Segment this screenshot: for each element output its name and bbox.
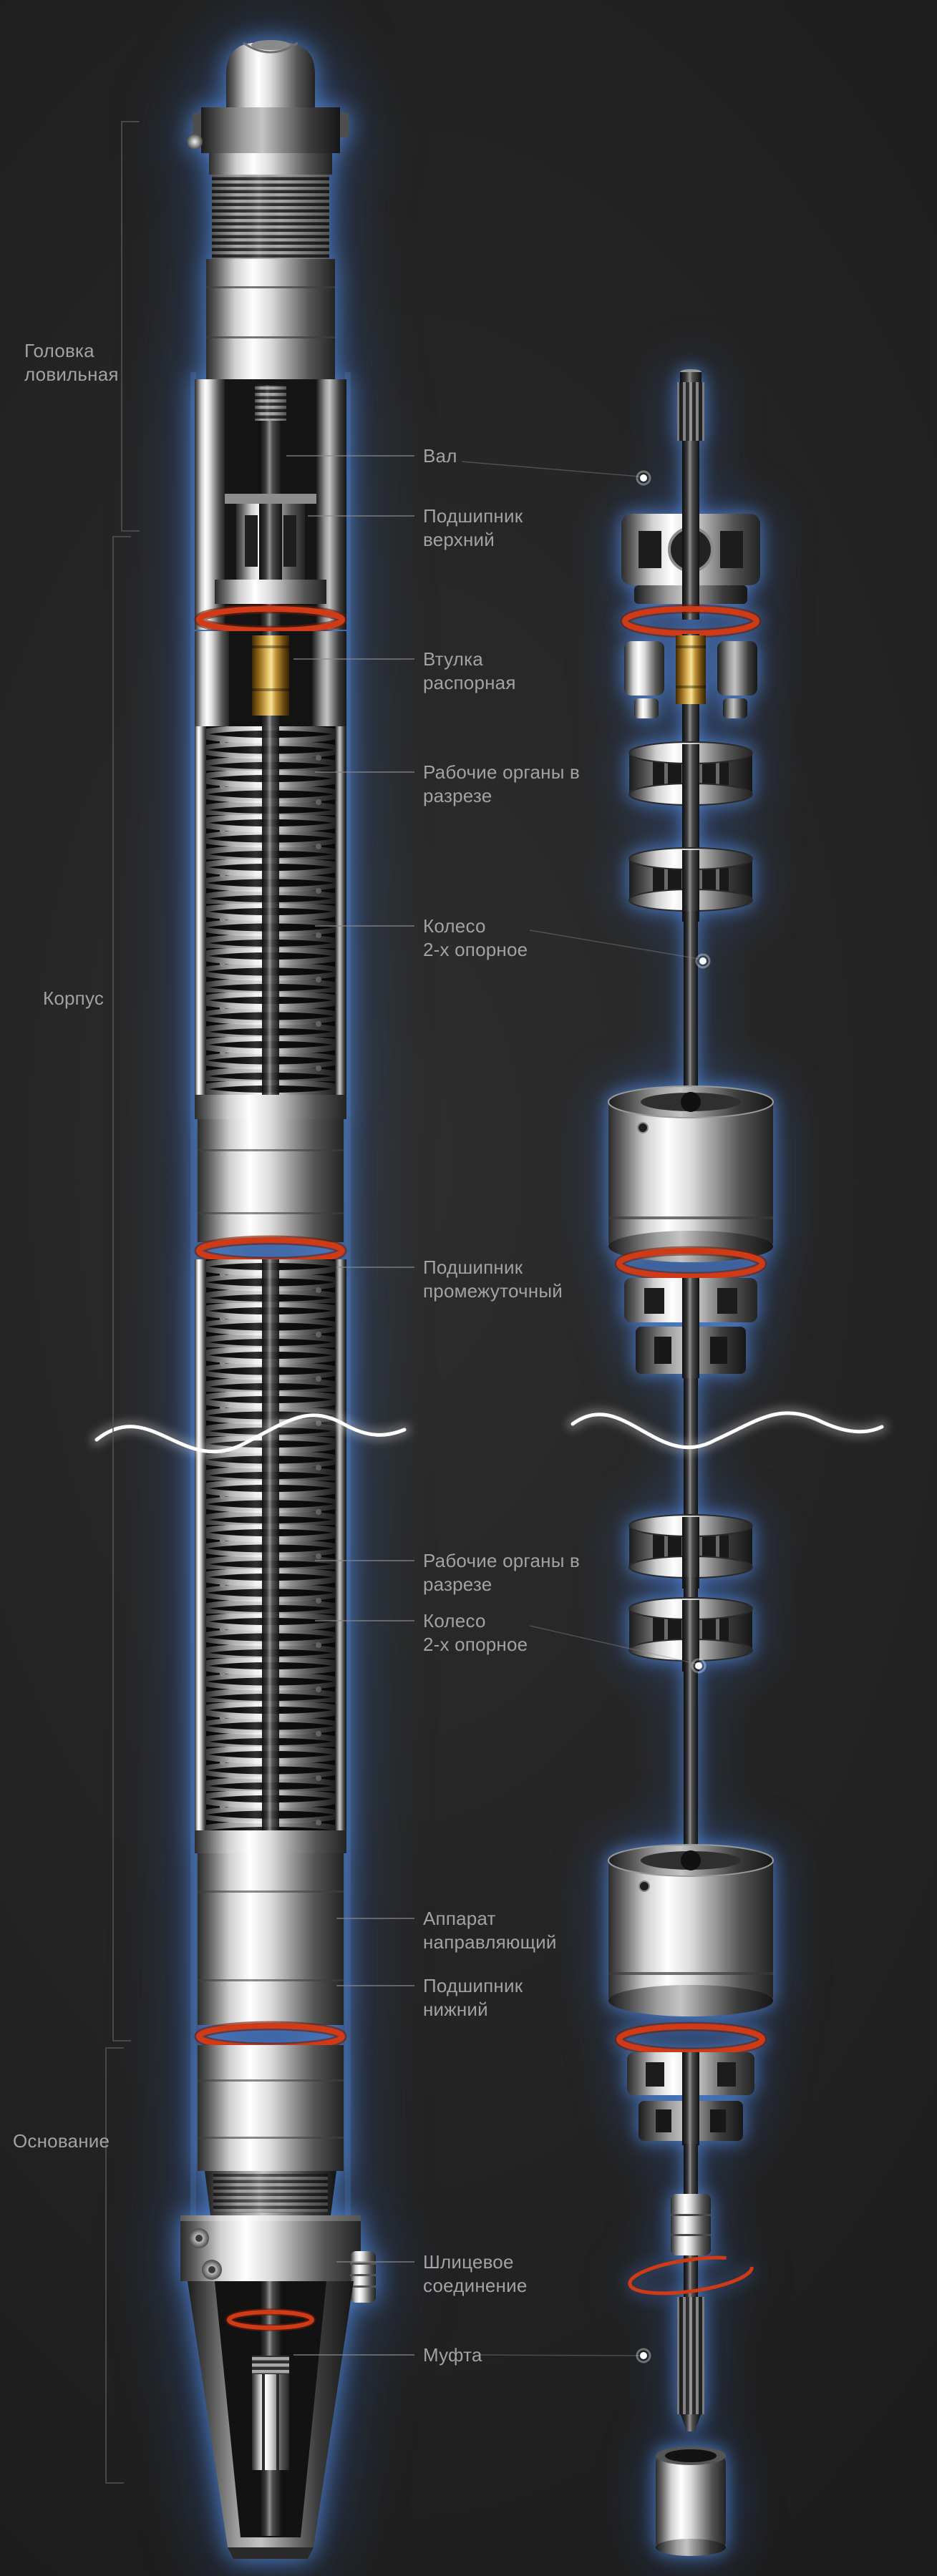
label-shlitsevoe-soedinenie: Шлицевое соединение	[423, 2251, 528, 2296]
label-podshipnik-nizhniy: Подшипник нижний	[423, 1975, 523, 2020]
shaft-lower	[684, 1660, 698, 1860]
leader-line-right	[529, 930, 699, 960]
marker-dot	[640, 2352, 647, 2359]
marker-dot	[640, 474, 647, 482]
label-val: Вал	[423, 445, 457, 467]
o-ring-shaft-middle	[614, 1246, 767, 1282]
coupling	[656, 2446, 726, 2556]
label-podshipnik-promezhutochnyy: Подшипник промежуточный	[423, 1257, 563, 1302]
impeller-section-d	[628, 1597, 753, 1672]
spline-seal-ring	[628, 2255, 754, 2296]
stage-stack-upper	[195, 726, 346, 1095]
marker-dot	[695, 1662, 702, 1669]
break-wave	[90, 1406, 888, 1458]
shaft-upper	[682, 441, 699, 514]
shaft-spline-bottom	[677, 2297, 704, 2431]
stage-stack-lower	[195, 1259, 346, 1830]
shaft-sleeve	[671, 2194, 711, 2255]
fishing-head	[187, 40, 349, 379]
leader-lines	[286, 455, 699, 2356]
bearing-housing-intermediate	[608, 1085, 774, 1262]
blue-edge-right	[345, 372, 351, 2290]
leader-line-right	[461, 461, 641, 477]
pump-base	[180, 2045, 376, 2559]
o-ring-lower	[194, 2021, 347, 2052]
bearing-intermediate	[624, 1278, 757, 1378]
label-koleso-2kh-opornoe-1: Колесо 2-х опорное	[423, 915, 528, 960]
label-vtulka-raspornaya: Втулка распорная	[423, 648, 516, 693]
head-bolt	[187, 134, 203, 150]
marker-dots	[636, 470, 711, 2363]
label-golovka-lovilnaya: Головка ловильная	[24, 340, 119, 385]
spline-bushing	[350, 2251, 376, 2303]
impeller-section-c	[628, 1514, 753, 1589]
brass-spacer-sleeve	[252, 635, 289, 716]
o-ring-shaft-lower	[614, 2021, 767, 2057]
guide-apparatus-housing	[608, 1844, 774, 2016]
marker-dot	[699, 957, 707, 965]
label-koleso-2kh-opornoe-2: Колесо 2-х опорное	[423, 1610, 528, 1655]
bracket-head	[121, 121, 140, 532]
blue-edge-left	[190, 372, 196, 2290]
label-osnovanie: Основание	[13, 2130, 110, 2152]
internal-coupling	[252, 2356, 289, 2470]
housing-collar-lower	[195, 1830, 346, 1853]
brass-sleeve-shaft	[676, 635, 706, 704]
section-brackets	[105, 121, 140, 2484]
impeller-section-b	[628, 847, 753, 922]
label-apparat-napravlyayushchiy: Аппарат направляющий	[423, 1908, 557, 1953]
o-ring-upper	[194, 604, 347, 635]
label-rabochie-organy-2: Рабочие органы в разрезе	[423, 1550, 581, 1595]
shaft-middle	[684, 911, 698, 1102]
o-ring-shaft-upper	[620, 604, 762, 638]
bracket-housing	[112, 536, 131, 2041]
pump-cutaway-illustration	[180, 40, 376, 2559]
leader-line-right	[477, 2354, 641, 2356]
label-korpus: Корпус	[43, 987, 105, 1009]
spacer-sleeve-section	[195, 631, 346, 726]
bearing-lower-assembly	[627, 2052, 754, 2145]
housing-plain-lower	[198, 1853, 344, 2025]
upper-bearing	[215, 494, 326, 604]
label-mufta: Муфта	[423, 2344, 482, 2366]
shaft-spline-top	[677, 369, 704, 441]
bracket-base	[105, 2047, 124, 2484]
bearing-upper-assembly	[621, 514, 760, 620]
o-ring-middle	[194, 1235, 347, 1267]
spacer-sleeve-shaft	[624, 634, 757, 746]
leader-line-right	[529, 1625, 696, 1664]
upper-cutaway-section	[195, 379, 346, 630]
shaft-assembly-illustration	[608, 369, 774, 2556]
o-ring-base	[225, 2308, 316, 2331]
housing-collar-upper	[195, 1095, 346, 1119]
housing-plain-upper	[198, 1119, 344, 1242]
label-podshipnik-verkhniy: Подшипник верхний	[423, 505, 523, 550]
impeller-section-a	[628, 741, 753, 816]
shaft-segment	[684, 2255, 698, 2297]
shaft-segment	[684, 2144, 698, 2194]
label-rabochie-organy-1: Рабочие органы в разрезе	[423, 761, 581, 806]
